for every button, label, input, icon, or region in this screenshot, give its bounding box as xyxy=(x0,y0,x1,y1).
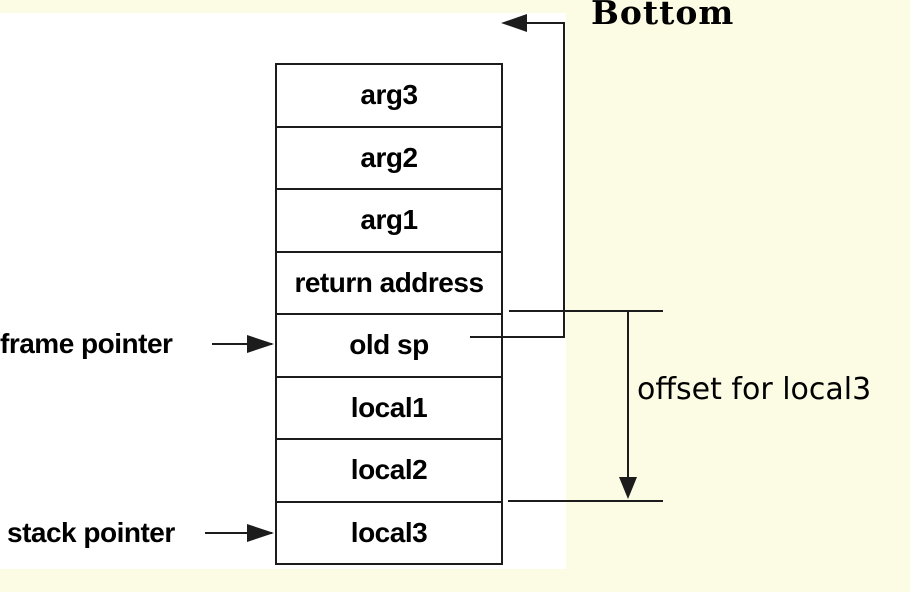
stack-cell-label: old sp xyxy=(349,329,429,361)
stack-cell-local3: local3 xyxy=(277,500,501,564)
offset-arrowhead-down-icon xyxy=(619,477,637,499)
stack-cell-local1: local1 xyxy=(277,375,501,439)
stack-cell-arg3: arg3 xyxy=(277,65,501,126)
stack-cell-label: arg3 xyxy=(360,79,418,111)
stack-pointer-label: stack pointer xyxy=(7,517,175,548)
offset-label: offset for local3 xyxy=(637,372,872,407)
stack-cell-return-address: return address xyxy=(277,250,501,314)
stack-cell-label: arg2 xyxy=(360,141,418,173)
stack-cell-label: return address xyxy=(294,266,484,298)
stack-cell-label: local3 xyxy=(350,516,428,548)
stack-frame-diagram: arg3 arg2 arg1 return address old sp loc… xyxy=(275,63,503,565)
stack-cell-arg2: arg2 xyxy=(277,125,501,189)
stack-cell-old-sp: old sp xyxy=(277,313,501,376)
stack-cell-label: local1 xyxy=(350,391,428,423)
stack-cell-label: arg1 xyxy=(360,204,418,236)
stack-cell-local2: local2 xyxy=(277,438,501,501)
bottom-label: Bottom xyxy=(591,0,735,32)
stack-cell-label: local2 xyxy=(350,454,428,486)
frame-pointer-label: frame pointer xyxy=(0,328,173,359)
stack-cell-arg1: arg1 xyxy=(277,188,501,251)
